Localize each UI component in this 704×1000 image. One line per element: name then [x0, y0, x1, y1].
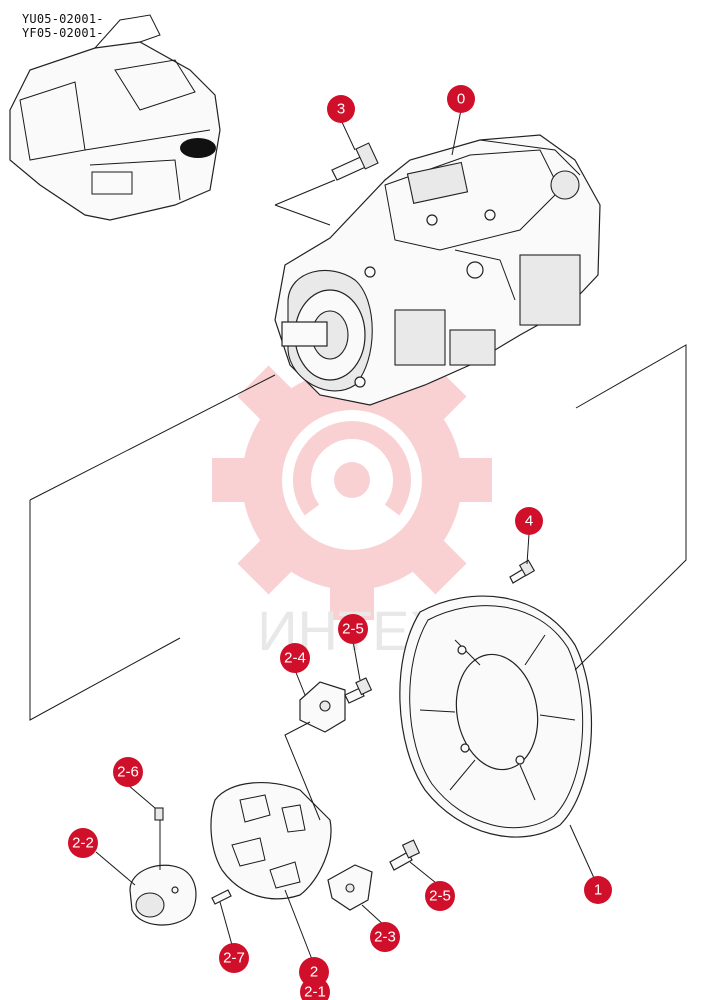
- svg-text:2: 2: [310, 964, 318, 981]
- svg-text:2-4: 2-4: [284, 650, 306, 667]
- svg-text:2-7: 2-7: [223, 950, 245, 967]
- callout-2-2: 2-2: [68, 828, 98, 858]
- callout-4: 4: [515, 507, 543, 535]
- coupling-block-part-2-3: [327, 864, 373, 911]
- bolt-part-4: [509, 559, 536, 584]
- coupling-block-part-2-4: [299, 681, 346, 733]
- svg-text:2-1: 2-1: [304, 984, 326, 1000]
- callout-1: 1: [584, 876, 612, 904]
- callout-2-5-upper: 2-5: [338, 614, 368, 644]
- serial-number-1: YU05-02001-: [22, 12, 104, 26]
- svg-text:1: 1: [594, 882, 602, 899]
- excavator-thumbnail: [9, 14, 221, 221]
- callout-2-7: 2-7: [219, 943, 249, 973]
- callout-2-4: 2-4: [280, 643, 310, 673]
- svg-text:2-2: 2-2: [72, 835, 94, 852]
- hub-part-2-2: [129, 864, 197, 926]
- hydraulic-pump: [274, 134, 601, 406]
- callout-0: 0: [447, 85, 475, 113]
- svg-text:2-6: 2-6: [117, 764, 139, 781]
- coupling-part-2: [210, 781, 332, 900]
- flywheel-housing-part-1: [399, 595, 593, 838]
- serial-number-2: YF05-02001-: [22, 26, 104, 40]
- svg-text:4: 4: [525, 513, 533, 530]
- callout-2-3: 2-3: [370, 922, 400, 952]
- callout-2: 2: [299, 957, 329, 987]
- callout-2-6: 2-6: [113, 757, 143, 787]
- set-screw-part-2-6: [154, 807, 164, 821]
- pin-part-2-7: [211, 889, 232, 905]
- leader-lines: [29, 109, 687, 963]
- callout-3: 3: [327, 95, 355, 123]
- callouts: 0 3 4 2-5 2-4 2-6 2-2 2-7 2-1 2 2-3 2-5 …: [68, 85, 612, 1000]
- bolt-part-3: [331, 142, 379, 181]
- bolt-part-2-5-lower: [389, 839, 421, 871]
- bolt-part-2-5-upper: [344, 677, 373, 704]
- svg-text:3: 3: [337, 101, 345, 118]
- svg-text:2-5: 2-5: [429, 888, 451, 905]
- callout-2-5-lower: 2-5: [425, 881, 455, 911]
- svg-text:2-3: 2-3: [374, 929, 396, 946]
- svg-text:0: 0: [457, 91, 465, 108]
- svg-text:2-5: 2-5: [342, 621, 364, 638]
